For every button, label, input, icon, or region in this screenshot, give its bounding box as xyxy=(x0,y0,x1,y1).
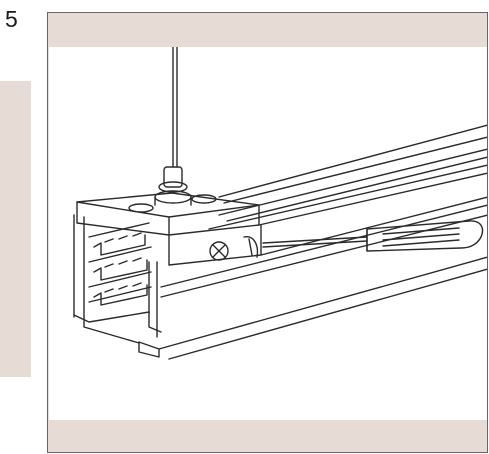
suspension-mount-top xyxy=(76,192,260,218)
cable-gripper xyxy=(163,166,183,188)
illustration-area xyxy=(49,47,487,420)
mount-slot-right xyxy=(191,194,217,204)
screwdriver-handle xyxy=(366,220,484,252)
track-rail-bottom xyxy=(158,256,487,350)
left-strip xyxy=(0,81,31,377)
step-number: 5 xyxy=(5,6,18,32)
track-rail-illustration xyxy=(73,47,487,360)
illustration-panel xyxy=(47,12,488,453)
mount-slot-left xyxy=(128,203,154,213)
screwdriver-shaft xyxy=(262,236,368,244)
track-rail-top xyxy=(218,124,487,198)
left-column: 5 xyxy=(0,0,47,454)
